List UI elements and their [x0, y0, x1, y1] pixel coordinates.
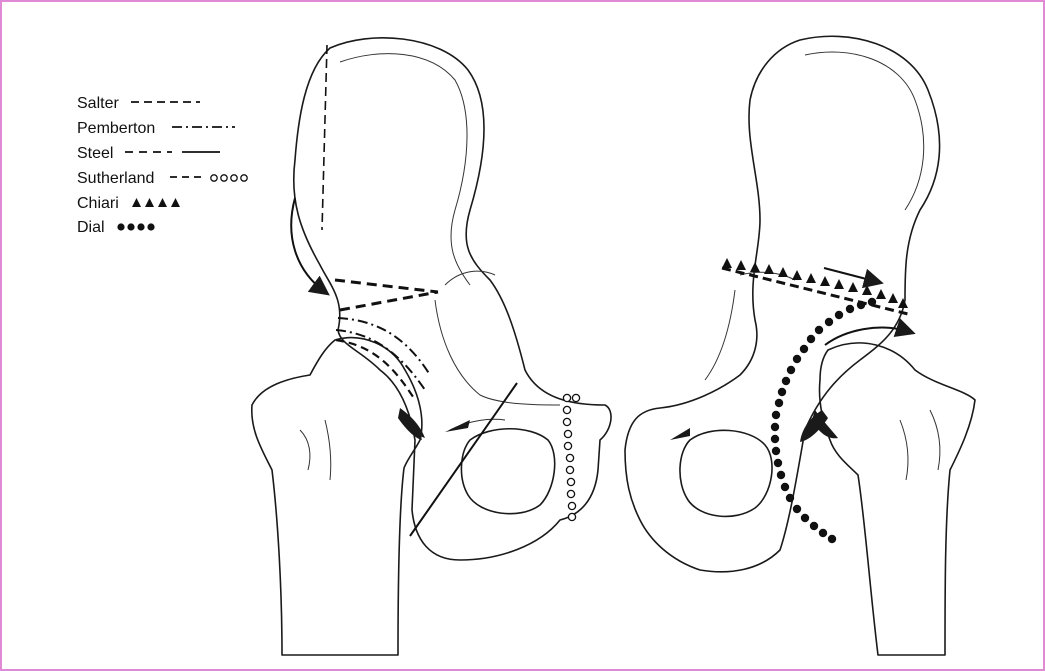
- left-hemipelvis: [292, 37, 612, 561]
- pemberton-inner-dashed: [335, 338, 416, 401]
- left-ilium-outline: [292, 37, 612, 561]
- right-femur: [812, 342, 976, 656]
- right-hemipelvis: [624, 35, 941, 573]
- legend-label-dial: Dial: [77, 219, 105, 236]
- legend-label-sutherland: Sutherland: [77, 170, 154, 187]
- legend-label-pemberton: Pemberton: [77, 120, 155, 137]
- dial-osteotomy-dots: [770, 297, 877, 544]
- right-ilium-outline: [624, 35, 941, 573]
- legend-swatch-chiari: [132, 198, 180, 207]
- legend-swatch-sutherland-circles: [210, 174, 248, 182]
- chiari-shift-arrow: [823, 267, 884, 289]
- left-femur: [251, 336, 423, 656]
- right-rotation-arrow: [824, 318, 916, 346]
- chiari-osteotomy-triangles: [722, 258, 908, 308]
- steel-osteotomy-solid-line: [409, 382, 518, 537]
- legend-swatch-dial: [117, 223, 155, 231]
- salter-osteotomy-line: [334, 278, 439, 312]
- pemberton-osteotomy-line: [335, 317, 431, 391]
- legend-label-salter: Salter: [77, 95, 119, 112]
- right-obturator-foramen: [679, 429, 773, 518]
- vertical-dashed-guide: [321, 44, 328, 231]
- left-ischium-contour: [444, 270, 496, 286]
- legend-label-steel: Steel: [77, 145, 113, 162]
- right-ilium-inner-contour: [804, 51, 925, 211]
- sutherland-osteotomy-circles: [562, 393, 581, 522]
- left-ilium-inner-contour: [339, 53, 471, 286]
- chiari-osteotomy-line: [721, 266, 913, 317]
- left-obturator-foramen: [460, 427, 556, 515]
- legend-label-chiari: Chiari: [77, 195, 119, 212]
- right-femur-outline: [818, 342, 976, 656]
- legend: Salter Pemberton Steel Sutherland Chiari…: [77, 95, 248, 236]
- left-rotation-arrow: [290, 197, 330, 296]
- left-femur-outline: [251, 336, 423, 656]
